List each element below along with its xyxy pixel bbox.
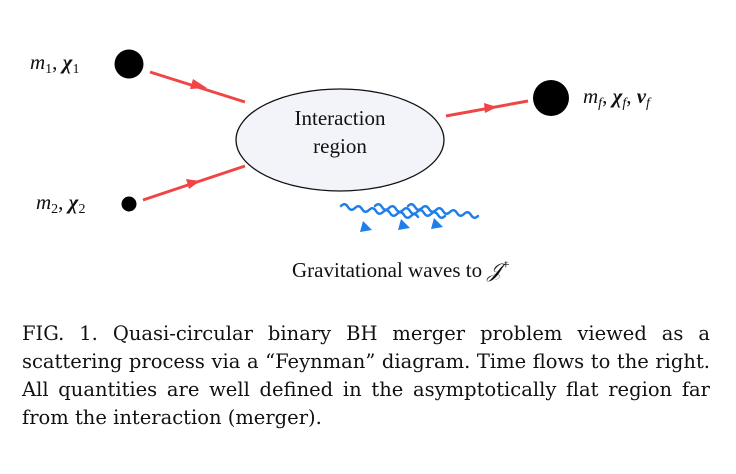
arrow-head-1 xyxy=(190,79,207,89)
region-label-line-1: Interaction xyxy=(294,106,386,130)
region-label-line-2: region xyxy=(313,134,367,158)
arrow-head-3 xyxy=(484,103,497,113)
black-hole-1 xyxy=(114,49,144,79)
interaction-region xyxy=(235,88,445,192)
final-black-hole xyxy=(533,80,569,116)
input-2-label: m2, χ2 xyxy=(36,190,86,217)
scri-symbol: 𝒥 xyxy=(487,258,502,282)
gw-arrow-heads xyxy=(360,218,443,232)
gravitational-waves-label: Gravitational waves to 𝒥+ xyxy=(292,258,510,282)
gw-wave-3 xyxy=(406,203,480,219)
diagram-canvas xyxy=(114,49,569,232)
arrow-head-2 xyxy=(186,179,200,189)
output-label: mf, χf, vf xyxy=(583,84,650,111)
black-hole-2 xyxy=(121,196,137,212)
figure-caption: FIG. 1. Quasi-circular binary BH merger … xyxy=(22,322,710,429)
gw-wave-1 xyxy=(339,203,420,219)
interaction-region-label: Interaction region xyxy=(260,104,420,160)
gravitational-waves xyxy=(339,203,480,219)
feynman-diagram: m1, χ1 m2, χ2 mf, χf, vf Interaction reg… xyxy=(30,49,650,282)
input-1-label: m1, χ1 xyxy=(30,50,80,77)
